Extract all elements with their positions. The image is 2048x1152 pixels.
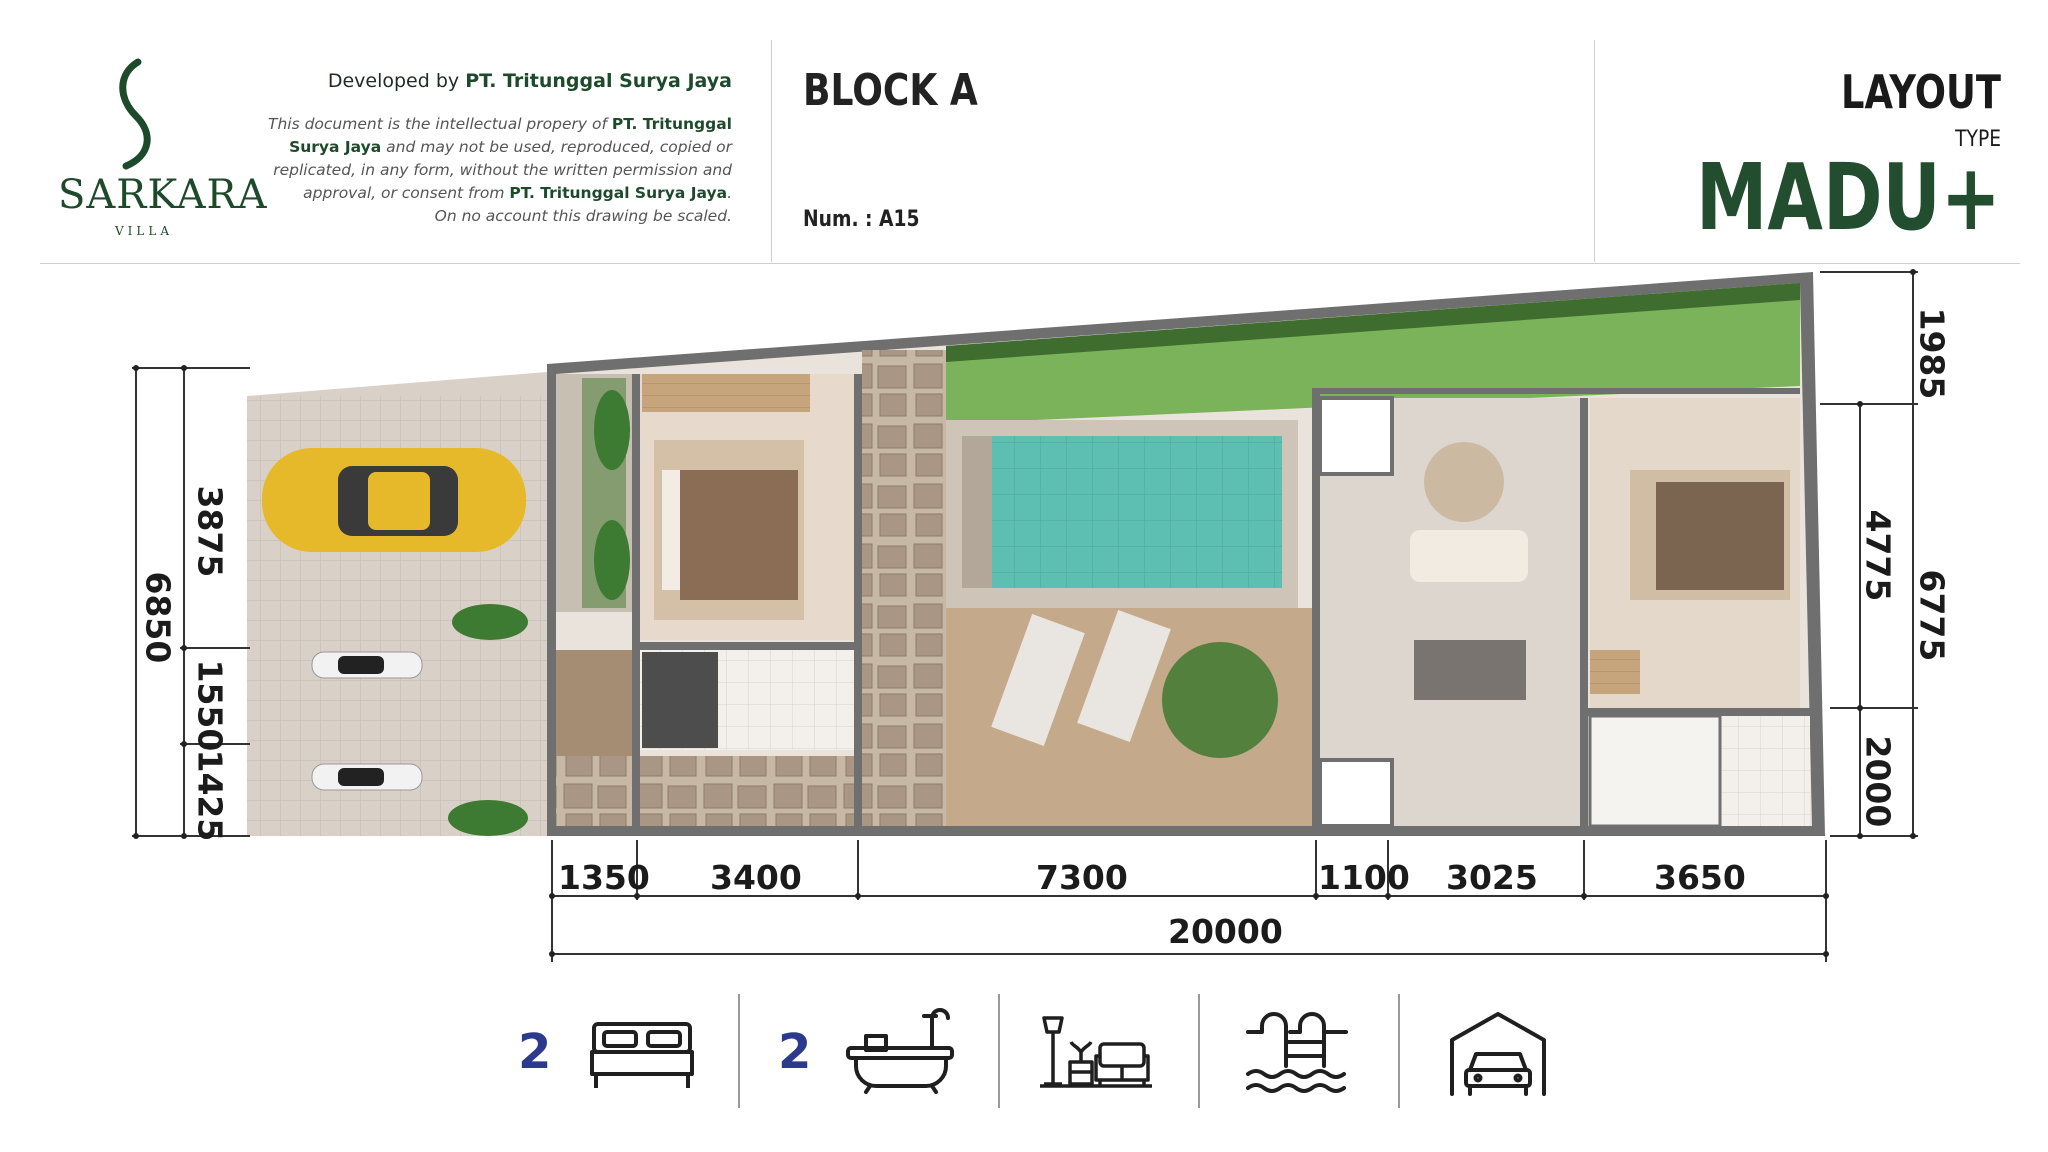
interior-walls (632, 374, 1810, 826)
sofa (1410, 530, 1528, 582)
block-number: Num. : A15 (803, 207, 920, 232)
dim-bottom-total: 20000 (1168, 912, 1283, 951)
bathroom-count: 2 (778, 1024, 812, 1080)
round-rug (1424, 442, 1504, 522)
legal-company-3: PT. Tritunggal Surya Jaya (509, 184, 728, 202)
garage-icon (1450, 1012, 1546, 1096)
stone-path-bottom (556, 756, 862, 826)
dim-left-segment-3: 1425 (190, 749, 230, 842)
feature-divider-2 (998, 994, 1000, 1108)
legal-line-3: replicated, in any form, without the wri… (273, 161, 732, 179)
dim-bottom-2: 3400 (710, 858, 802, 897)
type-name: MADU+ (1696, 144, 2001, 251)
entry-path (247, 372, 547, 396)
dim-bottom-1: 1350 (558, 858, 650, 897)
dining-table (1414, 640, 1526, 700)
legal-company-2: Surya Jaya (289, 138, 382, 156)
dimension-lines (132, 271, 1918, 962)
dim-right-total: 6775 (1912, 569, 1952, 662)
feature-divider-3 (1198, 994, 1200, 1108)
kitchen (1318, 396, 1394, 476)
legal-period: . (727, 184, 732, 202)
dim-right-mid: 4775 (1858, 509, 1898, 602)
dim-bottom-3: 7300 (1036, 858, 1128, 897)
dim-bottom-6: 3650 (1654, 858, 1746, 897)
header-bottom-rule (40, 263, 2020, 264)
dim-left-total: 6850 (138, 571, 178, 664)
living-room-icon (1040, 1016, 1152, 1088)
shrubs (448, 390, 630, 836)
block-title: BLOCK A (803, 65, 978, 116)
dim-left-segment-2: 1550 (190, 659, 230, 752)
dim-bottom-5: 3025 (1446, 858, 1538, 897)
legal-line-1: This document is the intellectual proper… (267, 115, 612, 133)
brand-name: SARKARA (58, 172, 268, 218)
developer-prefix: Developed by (327, 70, 460, 92)
sun-lounger-1 (991, 614, 1085, 746)
dim-right-bottom: 2000 (1858, 735, 1898, 828)
dim-left-segment-1: 3875 (190, 485, 230, 578)
legal-notice: This document is the intellectual proper… (268, 113, 732, 228)
stone-path-left (862, 350, 946, 826)
motorbike-1 (311, 651, 423, 679)
legal-company-1: PT. Tritunggal (611, 115, 732, 133)
layout-title: LAYOUT (1840, 65, 2001, 119)
motorbike-2 (311, 763, 423, 791)
dim-bottom-4: 1100 (1318, 858, 1410, 897)
sarkara-logo-icon (119, 58, 151, 170)
sun-lounger-2 (1077, 610, 1171, 742)
header-divider-2 (1594, 40, 1595, 262)
num-value: A15 (879, 207, 920, 232)
bedroom-count: 2 (518, 1024, 552, 1080)
legal-line-2: and may not be used, reproduced, copied … (381, 138, 732, 156)
feature-divider-1 (738, 994, 740, 1108)
legal-line-4: approval, or consent from (303, 184, 510, 202)
legal-line-5: On no account this drawing be scaled. (434, 207, 732, 225)
brand-sub: VILLA (115, 224, 174, 238)
feature-divider-4 (1398, 994, 1400, 1108)
pool-icon (1246, 1012, 1348, 1093)
palm-tree (1162, 642, 1278, 758)
dim-right-top: 1985 (1912, 307, 1952, 400)
developer-company: PT. Tritunggal Surya Jaya (465, 70, 732, 92)
type-label: TYPE (1955, 127, 2001, 152)
pool (992, 436, 1282, 588)
num-label: Num. : (803, 207, 880, 232)
bathtub-icon (846, 1008, 954, 1094)
bed-icon (590, 1022, 694, 1088)
header-divider-1 (771, 40, 772, 262)
car (262, 448, 526, 552)
developer-line: Developed by PT. Tritunggal Surya Jaya (328, 70, 732, 92)
